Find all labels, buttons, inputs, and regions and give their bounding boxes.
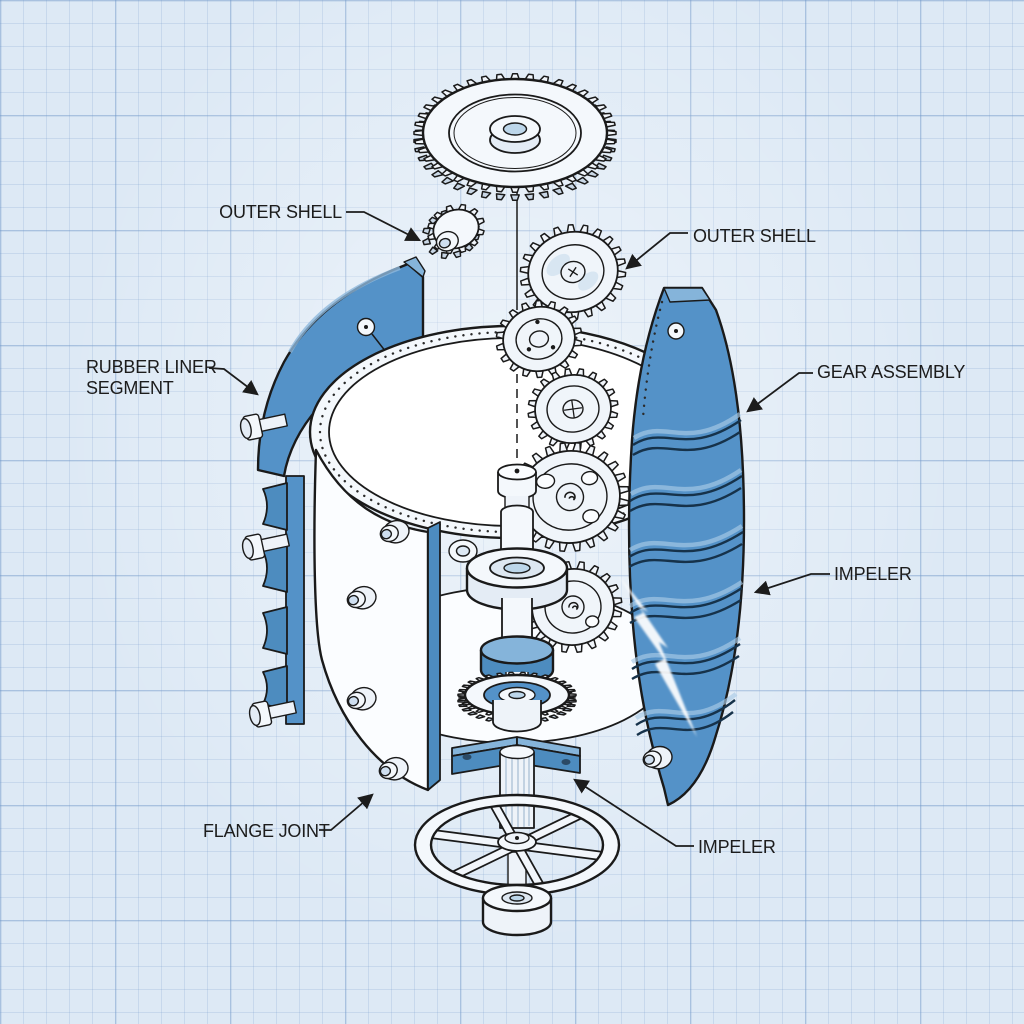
top-ring-gear <box>413 72 617 194</box>
left-liner-spine <box>285 475 305 725</box>
leader-impeller-bottom <box>573 778 694 847</box>
train-gear-1 <box>519 223 627 321</box>
leader-gear-assembly <box>746 372 813 413</box>
liner-ribs <box>628 412 744 737</box>
leader-outer-shell-left <box>346 211 422 242</box>
train-gear-4 <box>510 442 630 552</box>
leader-rubber-liner-segment <box>208 367 259 396</box>
label-impeller-right: IMPELER <box>834 564 912 584</box>
right-shell-top-face <box>663 287 711 303</box>
label-outer-shell-left: OUTER SHELL <box>219 202 342 222</box>
leader-impeller-right <box>753 573 830 596</box>
handwheel <box>413 793 621 897</box>
rubber-liner-blocks <box>237 407 299 730</box>
label-rubber-liner-segment: RUBBER LINER SEGMENT <box>86 357 217 398</box>
foot-bearing <box>481 883 553 937</box>
highlight-streak <box>618 575 697 737</box>
right-shell-segment <box>627 286 746 807</box>
handwheel-rim <box>413 793 621 897</box>
label-impeller-bottom: IMPELER <box>698 837 776 857</box>
label-flange-joint: FLANGE JOINT <box>203 821 330 841</box>
drum-cut-edge <box>427 521 441 791</box>
leader-outer-shell-right <box>625 232 688 270</box>
label-gear-assembly: GEAR ASSEMBLY <box>817 362 966 382</box>
left-shell-top-face <box>403 256 426 278</box>
gear-hub-base <box>492 700 542 733</box>
pinion-gear <box>427 203 485 255</box>
shell-stitch-line <box>641 300 664 420</box>
leader-flange-joint <box>319 793 374 831</box>
label-outer-shell-right: OUTER SHELL <box>693 226 816 246</box>
train-gear-2 <box>495 299 583 379</box>
